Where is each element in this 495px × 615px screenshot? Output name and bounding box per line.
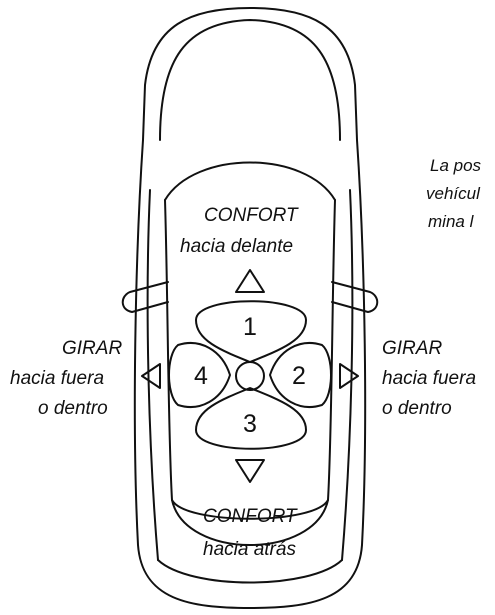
arrow-right-icon bbox=[339, 363, 359, 389]
left-side-line bbox=[146, 189, 159, 561]
arrow-down-icon bbox=[235, 459, 265, 483]
right-mirror bbox=[331, 281, 379, 313]
rear-bumper-line bbox=[157, 559, 343, 584]
note-line1: La pos bbox=[430, 156, 482, 175]
button-2-number: 2 bbox=[292, 362, 306, 390]
button-4-shape[interactable] bbox=[168, 342, 231, 408]
button-4-number: 4 bbox=[194, 362, 208, 390]
note-line2: vehícul bbox=[426, 184, 480, 203]
roof-outline bbox=[164, 199, 336, 520]
forward-label-line1: CONFORT bbox=[204, 205, 298, 226]
center-button[interactable] bbox=[235, 361, 265, 391]
back-label-line2: hacia atrás bbox=[203, 539, 296, 560]
button-3-number: 3 bbox=[243, 410, 257, 438]
car-body-outline bbox=[133, 7, 367, 609]
arrow-left-icon bbox=[141, 363, 161, 389]
bonnet-line bbox=[159, 19, 341, 141]
rear-window-line bbox=[171, 499, 329, 546]
button-1-number: 1 bbox=[243, 313, 257, 341]
right-label-line2: hacia fuera bbox=[382, 368, 477, 389]
left-label-line3: o dentro bbox=[38, 398, 108, 419]
windscreen-line bbox=[164, 161, 336, 201]
left-label-line1: GIRAR bbox=[62, 338, 123, 359]
right-label-line1: GIRAR bbox=[382, 338, 443, 359]
back-label-line1: CONFORT bbox=[203, 506, 297, 527]
left-mirror bbox=[121, 281, 169, 313]
right-side-line bbox=[341, 189, 354, 561]
left-label-line2: hacia fuera bbox=[10, 368, 105, 389]
button-3-shape[interactable] bbox=[195, 387, 307, 450]
button-1-shape[interactable] bbox=[195, 300, 307, 363]
note-line3: mina l bbox=[428, 212, 474, 231]
forward-label-line2: hacia delante bbox=[180, 236, 294, 257]
right-label-line3: o dentro bbox=[382, 398, 452, 419]
button-2-shape[interactable] bbox=[269, 342, 332, 408]
arrow-up-icon bbox=[235, 269, 265, 293]
